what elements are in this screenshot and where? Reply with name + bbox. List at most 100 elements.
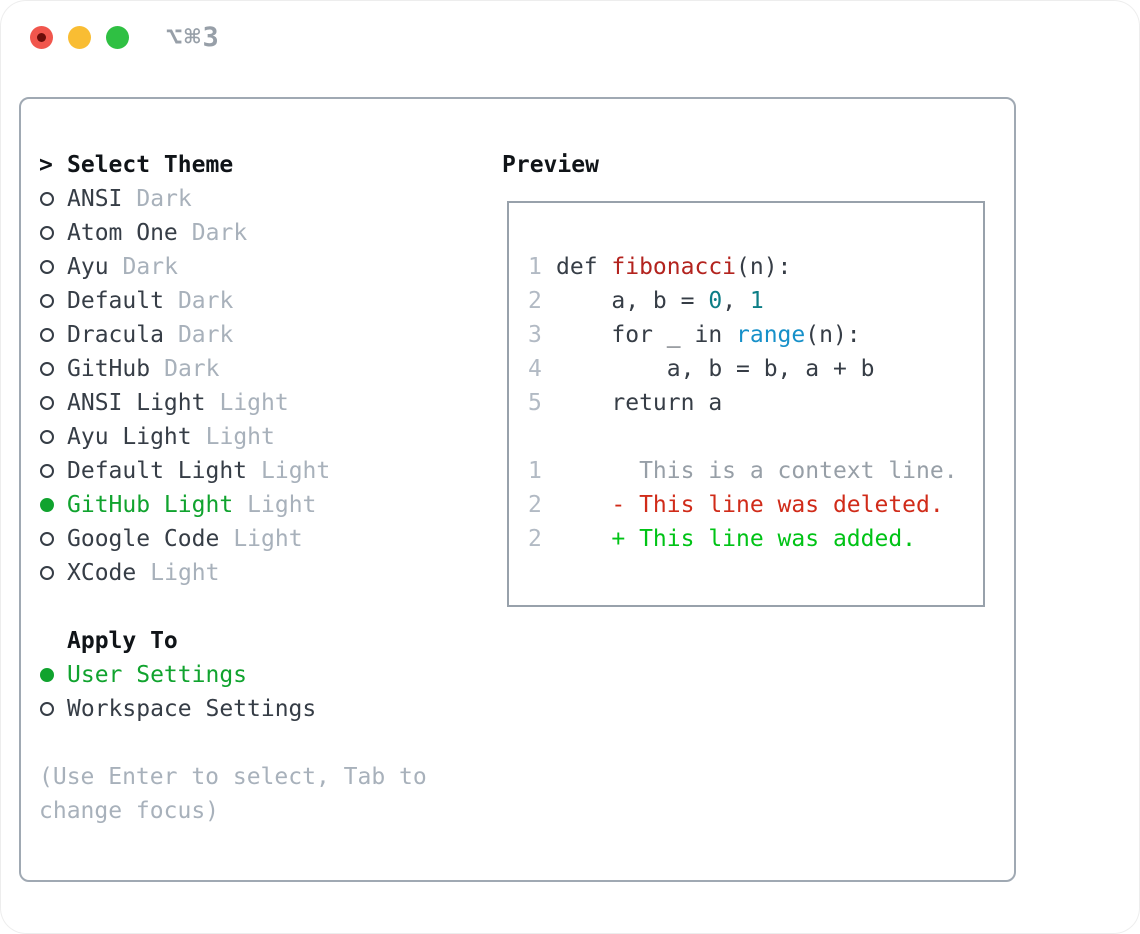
- radio-icon: [40, 566, 54, 580]
- theme-option-default[interactable]: Default Dark: [39, 284, 459, 318]
- code-token-fg: ,: [722, 288, 750, 314]
- code-line: 3 for _ in range(n):: [528, 318, 983, 352]
- line-number: 1: [528, 254, 542, 280]
- preview-title: Preview: [502, 152, 599, 178]
- theme-option-label: Atom One: [67, 220, 178, 246]
- code-line: 4 a, b = b, a + b: [528, 352, 983, 386]
- theme-variant-tag: Light: [233, 526, 303, 552]
- radio-icon: [40, 294, 54, 308]
- apply-option-user-settings[interactable]: User Settings: [39, 658, 459, 692]
- theme-option-label: GitHub: [67, 356, 151, 382]
- code-token-del: - This line was deleted.: [556, 492, 944, 518]
- select-theme-title: Select Theme: [67, 152, 234, 178]
- radio-icon: [40, 396, 54, 410]
- zoom-button[interactable]: [106, 25, 129, 49]
- theme-variant-tag: Dark: [136, 186, 192, 212]
- line-number: 5: [528, 390, 542, 416]
- code-line: 2 + This line was added.: [528, 522, 983, 556]
- theme-option-dracula[interactable]: Dracula Dark: [39, 318, 459, 352]
- code-token-fg: (n):: [736, 254, 792, 280]
- code-line-content: + This line was added.: [556, 526, 916, 552]
- close-button[interactable]: [30, 25, 53, 49]
- theme-variant-tag: Dark: [177, 322, 234, 348]
- theme-option-google-code[interactable]: Google Code Light: [39, 522, 459, 556]
- code-token-num: 1: [749, 288, 764, 314]
- minimize-button[interactable]: [68, 25, 91, 49]
- radio-icon: [40, 260, 54, 274]
- theme-option-github[interactable]: GitHub Dark: [39, 352, 459, 386]
- code-token-add: + This line was added.: [556, 526, 917, 552]
- line-number: 4: [528, 356, 542, 382]
- spacer: [39, 590, 459, 624]
- code-token-fg: a, b =: [556, 288, 709, 314]
- theme-option-label: Google Code: [67, 526, 220, 552]
- window-shortcut-label: ⌥⌘3: [166, 21, 221, 53]
- theme-option-github-light[interactable]: GitHub Light Light: [39, 488, 459, 522]
- cursor-icon: >: [39, 152, 53, 178]
- radio-icon: [40, 192, 54, 206]
- code-line-content: - This line was deleted.: [556, 492, 944, 518]
- apply-option-label: Workspace Settings: [67, 696, 317, 722]
- theme-option-label: GitHub Light: [67, 492, 234, 518]
- theme-option-label: ANSI: [67, 186, 123, 212]
- radio-icon: [40, 464, 54, 478]
- apply-option-workspace-settings[interactable]: Workspace Settings: [39, 692, 459, 726]
- code-line-content: return a: [556, 390, 722, 416]
- theme-option-ayu-light[interactable]: Ayu Light Light: [39, 420, 459, 454]
- code-line: 5 return a: [528, 386, 983, 420]
- code-line-content: for _ in range(n):: [556, 322, 861, 348]
- apply-to-header: Apply To: [39, 624, 459, 658]
- apply-to-title: Apply To: [67, 628, 178, 654]
- line-number: 2: [528, 492, 542, 518]
- line-number: 1: [528, 458, 542, 484]
- code-token-fg: for _ in: [556, 322, 737, 348]
- spacer: [39, 726, 459, 760]
- radio-icon: [40, 328, 54, 342]
- radio-selected-icon: [40, 498, 54, 512]
- title-bar: ⌥⌘3: [30, 22, 221, 53]
- theme-variant-tag: Light: [261, 458, 331, 484]
- theme-variant-tag: Light: [205, 424, 275, 450]
- code-token-func: fibonacci: [611, 254, 737, 280]
- theme-option-label: Ayu Light: [67, 424, 192, 450]
- code-token-fg: return a: [556, 390, 723, 416]
- radio-icon: [40, 226, 54, 240]
- code-token-ctx: This is a context line.: [556, 458, 958, 484]
- theme-variant-tag: Dark: [164, 356, 220, 382]
- apply-option-label: User Settings: [67, 662, 248, 688]
- keyboard-hint: (Use Enter to select, Tab to change focu…: [39, 764, 427, 824]
- radio-icon: [40, 430, 54, 444]
- code-line-content: a, b = 0, 1: [556, 288, 764, 314]
- theme-option-ansi[interactable]: ANSI Dark: [39, 182, 459, 216]
- theme-variant-tag: Light: [247, 492, 317, 518]
- select-theme-header: > Select Theme: [39, 148, 459, 182]
- radio-icon: [40, 362, 54, 376]
- code-token-fg: (n):: [805, 322, 861, 348]
- radio-icon: [40, 532, 54, 546]
- theme-option-label: Default: [67, 288, 164, 314]
- radio-selected-icon: [40, 668, 54, 682]
- code-line: 1 This is a context line.: [528, 454, 983, 488]
- theme-option-label: Default Light: [67, 458, 248, 484]
- theme-option-default-light[interactable]: Default Light Light: [39, 454, 459, 488]
- theme-option-label: Dracula: [67, 322, 164, 348]
- theme-variant-tag: Dark: [177, 288, 234, 314]
- theme-variant-tag: Light: [219, 390, 289, 416]
- theme-variant-tag: Dark: [122, 254, 178, 280]
- code-token-fg: a, b = b, a + b: [556, 356, 875, 382]
- code-line-content: This is a context line.: [556, 458, 958, 484]
- theme-option-ansi-light[interactable]: ANSI Light Light: [39, 386, 459, 420]
- theme-option-label: ANSI Light: [67, 390, 206, 416]
- theme-variant-tag: Light: [150, 560, 220, 586]
